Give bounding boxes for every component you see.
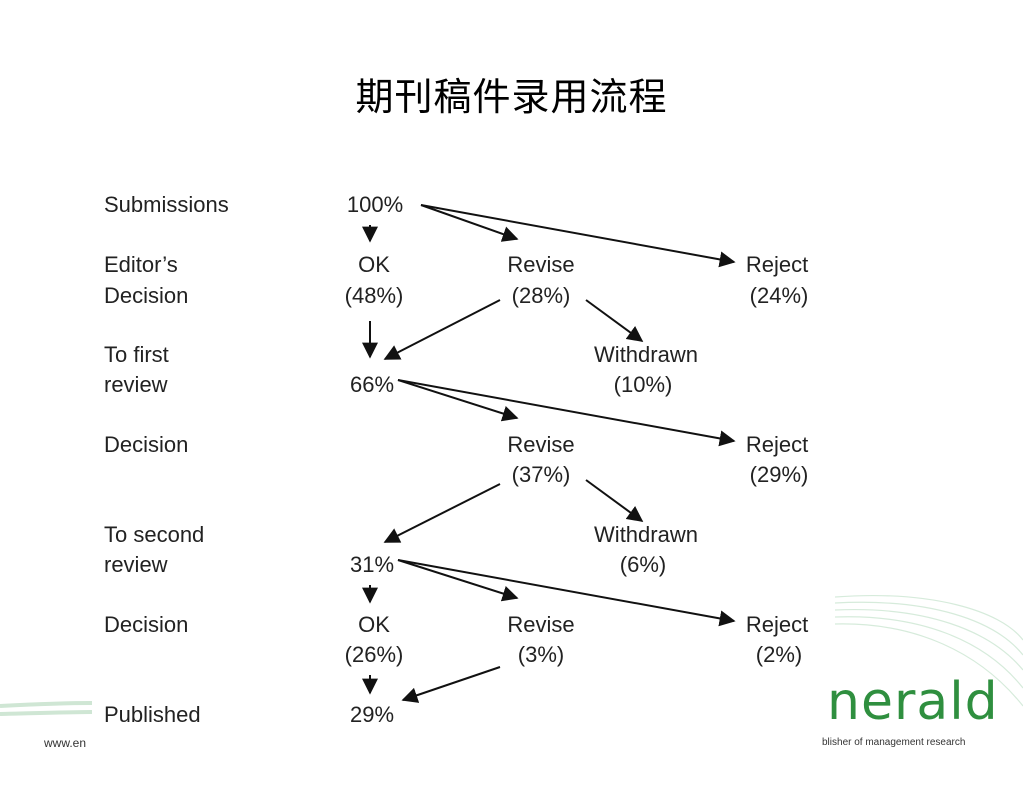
arrow-revise2-to-withdrawn2 — [585, 479, 644, 522]
slide-title: 期刊稿件录用流程 — [355, 75, 668, 119]
row-label-second-review-1: To second — [104, 522, 205, 547]
arrow-second-review-to-revise3 — [397, 559, 519, 602]
row-label-first-review-2: review — [104, 372, 168, 397]
node-ok3-pct: (26%) — [344, 642, 404, 667]
node-reject3: Reject — [745, 612, 809, 637]
arrow-second-review-to-reject3 — [397, 559, 736, 627]
row-label-first-review-1: To first — [104, 342, 169, 367]
node-ok1: OK — [358, 252, 390, 277]
node-withdrawn1-pct: (10%) — [613, 372, 673, 397]
node-revise2-pct: (37%) — [511, 462, 571, 487]
node-first-review-pct: 66% — [349, 372, 395, 397]
arrow-revise1-to-withdrawn1 — [585, 299, 644, 342]
node-revise3: Revise — [507, 612, 575, 637]
arrow-submissions-to-revise — [420, 204, 519, 242]
node-revise2: Revise — [507, 432, 575, 457]
footer-url: www.en — [44, 736, 87, 750]
row-label-editors-decision-2: Decision — [104, 283, 189, 308]
arrow-revise1-to-first-review — [383, 299, 501, 360]
row-label-decision-2: Decision — [104, 612, 189, 637]
arrow-first-review-to-reject2 — [397, 379, 736, 447]
node-second-review-pct: 31% — [349, 552, 395, 577]
row-label-decision-1: Decision — [104, 432, 189, 457]
node-withdrawn1: Withdrawn — [594, 342, 698, 367]
emerald-logo: nerald — [827, 672, 999, 732]
arrow-submissions-to-reject — [420, 204, 736, 268]
node-reject2: Reject — [745, 432, 809, 457]
node-revise3-pct: (3%) — [517, 642, 565, 667]
node-withdrawn2: Withdrawn — [594, 522, 698, 547]
node-revise1: Revise — [507, 252, 575, 277]
node-submissions-pct: 100% — [346, 192, 404, 217]
arrow-revise2-to-second-review — [383, 483, 501, 543]
arrow-revise3-to-published — [401, 666, 501, 703]
diagram-panel — [92, 182, 835, 742]
row-label-published: Published — [104, 702, 201, 727]
node-reject1-pct: (24%) — [749, 283, 809, 308]
node-ok1-pct: (48%) — [344, 283, 404, 308]
row-label-second-review-2: review — [104, 552, 168, 577]
node-ok3: OK — [358, 612, 390, 637]
footer-tagline: blisher of management research — [822, 737, 966, 748]
node-revise1-pct: (28%) — [511, 283, 571, 308]
node-withdrawn2-pct: (6%) — [619, 552, 667, 577]
row-label-submissions: Submissions — [104, 192, 229, 217]
arrow-first-review-to-revise2 — [397, 379, 519, 422]
node-reject3-pct: (2%) — [755, 642, 803, 667]
node-reject2-pct: (29%) — [749, 462, 809, 487]
row-label-editors-decision-1: Editor’s — [104, 252, 178, 277]
node-published-pct: 29% — [349, 702, 395, 727]
node-reject1: Reject — [745, 252, 809, 277]
